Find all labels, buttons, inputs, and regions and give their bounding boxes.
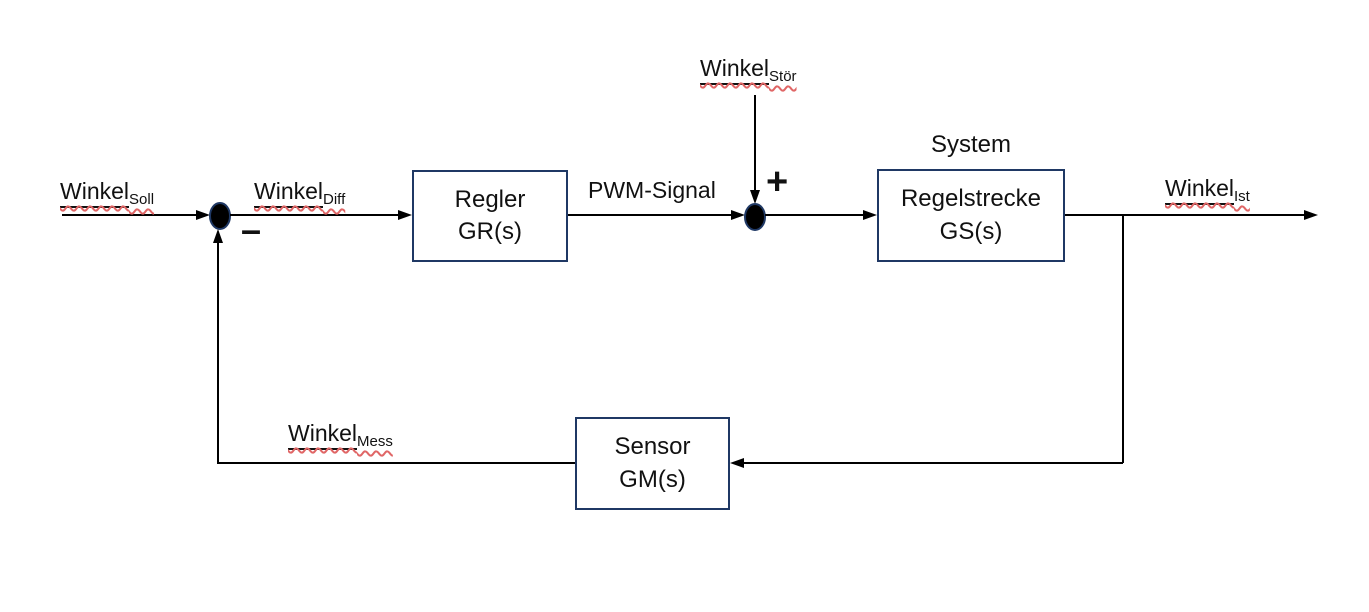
input-arrowhead <box>196 210 210 220</box>
block-sensor-tf: GM(s) <box>619 465 686 493</box>
label-winkel-diff-base: Winkel <box>254 178 324 208</box>
plus-sign: + <box>766 161 789 203</box>
diff-arrowhead <box>398 210 412 220</box>
block-regler-name: Regler <box>454 185 526 213</box>
block-sensor: Sensor GM(s) <box>575 417 730 510</box>
minus-sign: – <box>241 209 262 250</box>
output-arrowhead <box>1304 210 1318 220</box>
block-regelstrecke-name: Regelstrecke <box>900 185 1042 213</box>
feedback-arrowhead <box>213 229 223 243</box>
sensor-input-arrowhead <box>730 458 744 468</box>
label-winkel-mess-sub: Mess <box>357 433 393 450</box>
label-winkel-soll-sub: Soll <box>129 191 155 208</box>
block-regler: Regler GR(s) <box>412 170 568 262</box>
label-pwm-signal: PWM-Signal <box>588 177 716 203</box>
label-winkel-stoer-sub: Stör <box>769 68 797 85</box>
label-winkel-stoer-base: Winkel <box>700 55 770 85</box>
label-winkel-ist-sub: Ist <box>1234 188 1250 205</box>
summing-junction-1 <box>209 202 231 230</box>
block-regelstrecke: Regelstrecke GS(s) <box>877 169 1065 262</box>
pwm-arrowhead <box>731 210 745 220</box>
label-winkel-ist: WinkelIst <box>1165 175 1250 205</box>
disturbance-arrowhead <box>750 190 760 204</box>
label-winkel-stoer: WinkelStör <box>700 55 797 85</box>
label-winkel-soll: WinkelSoll <box>60 178 154 208</box>
label-winkel-ist-base: Winkel <box>1165 175 1235 205</box>
label-winkel-mess: WinkelMess <box>288 420 393 450</box>
label-winkel-diff-sub: Diff <box>323 191 346 208</box>
label-system: System <box>930 131 1011 158</box>
label-winkel-mess-base: Winkel <box>288 420 358 450</box>
summing-junction-2 <box>744 203 766 231</box>
plant-input-arrowhead <box>863 210 877 220</box>
block-regelstrecke-tf: GS(s) <box>939 217 1003 245</box>
block-regler-tf: GR(s) <box>458 218 522 245</box>
block-sensor-name: Sensor <box>614 433 691 461</box>
label-winkel-soll-base: Winkel <box>60 178 130 208</box>
label-winkel-diff: WinkelDiff <box>254 178 345 208</box>
